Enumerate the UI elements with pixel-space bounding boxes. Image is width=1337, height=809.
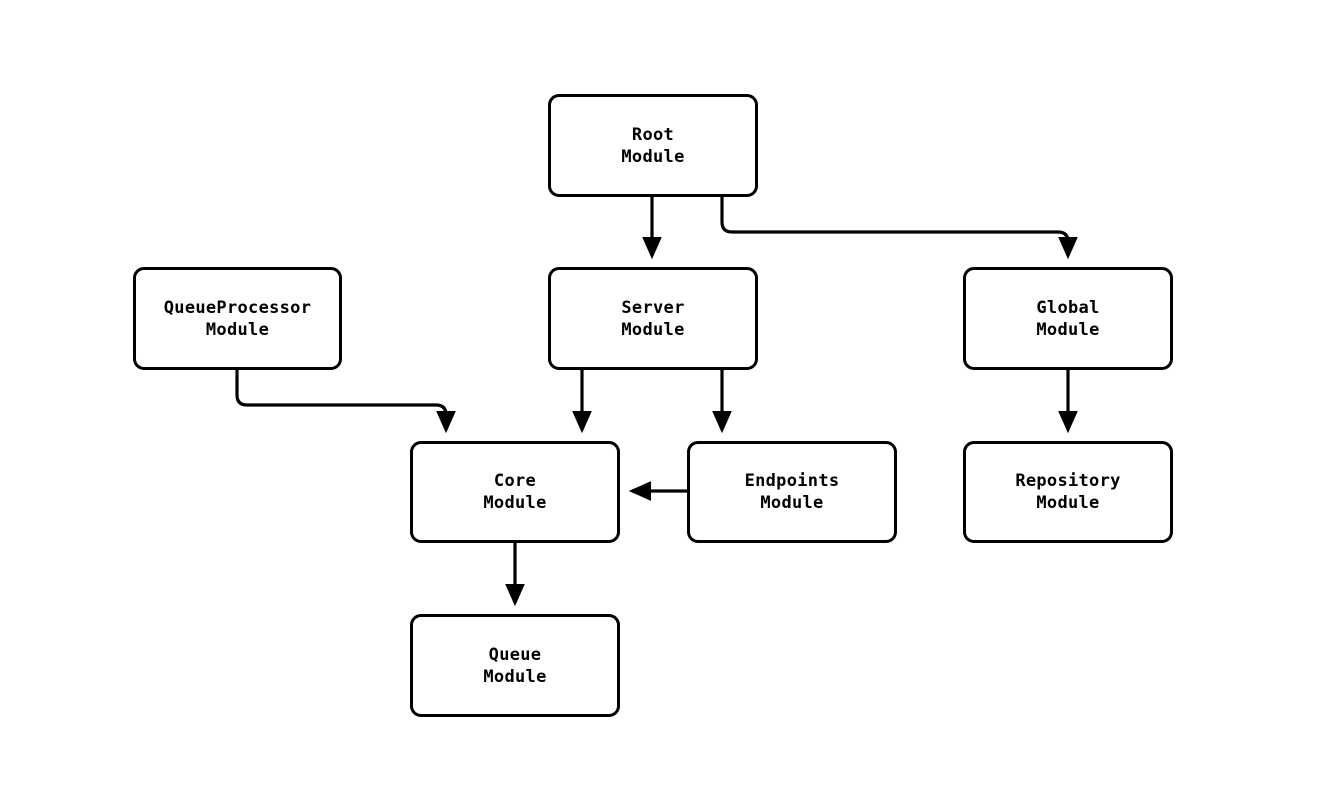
node-global-module[interactable]: Global Module	[963, 267, 1173, 370]
node-endpoints-module[interactable]: Endpoints Module	[687, 441, 897, 543]
node-queue-module[interactable]: Queue Module	[410, 614, 620, 717]
node-repository-module-label: Repository Module	[1015, 471, 1121, 513]
node-endpoints-module-label: Endpoints Module	[744, 471, 840, 513]
node-global-module-label: Global Module	[1036, 297, 1100, 340]
node-core-module-label: Core Module	[483, 471, 547, 513]
node-queue-module-label: Queue Module	[483, 644, 547, 687]
node-server-module-label: Server Module	[621, 297, 685, 340]
edge-queueprocessor-to-core	[235, 370, 456, 434]
edge-root-to-global	[720, 197, 1078, 260]
node-queueprocessor-module[interactable]: QueueProcessor Module	[133, 267, 342, 370]
node-root-module-label: Root Module	[621, 124, 685, 167]
node-queueprocessor-module-label: QueueProcessor Module	[163, 297, 312, 340]
node-core-module[interactable]: Core Module	[410, 441, 620, 543]
node-server-module[interactable]: Server Module	[548, 267, 758, 370]
node-repository-module[interactable]: Repository Module	[963, 441, 1173, 543]
node-root-module[interactable]: Root Module	[548, 94, 758, 197]
